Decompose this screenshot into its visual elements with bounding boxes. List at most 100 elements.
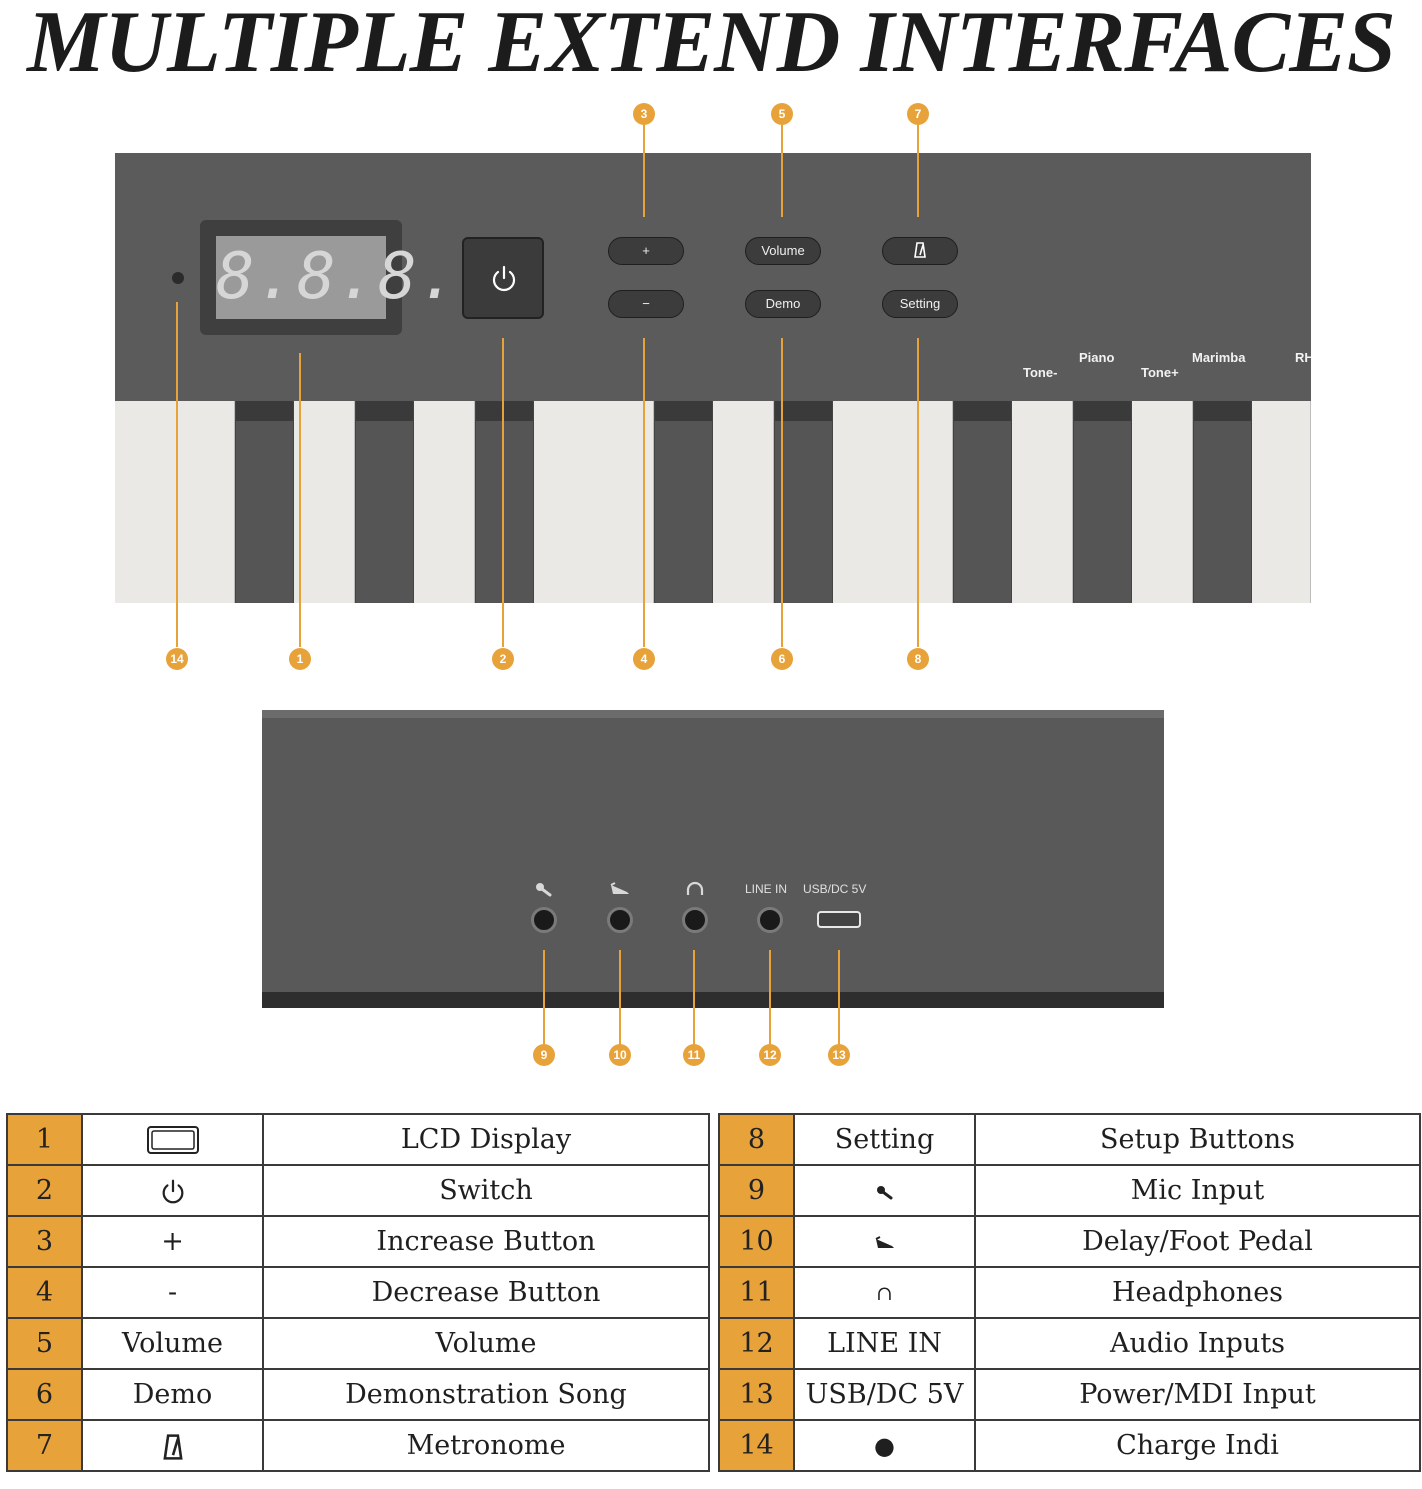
legend-number: 12 <box>718 1317 795 1370</box>
callout-line <box>176 302 178 647</box>
rear-port-panel: LINE IN USB/DC 5V <box>262 710 1164 1008</box>
volume-button[interactable]: Volume <box>745 237 821 265</box>
pedal-icon <box>875 1235 894 1248</box>
black-key[interactable] <box>654 401 713 603</box>
legend-description: Mic Input <box>974 1164 1421 1217</box>
legend-number: 1 <box>6 1113 83 1166</box>
key-label-tone-minus: Tone- <box>1023 365 1058 380</box>
callout-badge-7: 7 <box>907 103 929 125</box>
piano-keys <box>115 401 1311 603</box>
table-row: 13 USB/DC 5V Power/MDI Input <box>718 1368 1421 1421</box>
metronome-button[interactable] <box>882 237 958 265</box>
legend-symbol <box>81 1164 264 1217</box>
legend-number: 4 <box>6 1266 83 1319</box>
key-label-marimba: Marimba <box>1192 350 1246 365</box>
pedal-icon <box>610 882 629 894</box>
legend-symbol: - <box>81 1266 264 1319</box>
table-row: 5 Volume Volume <box>6 1317 710 1370</box>
callout-badge-11: 11 <box>683 1044 705 1066</box>
callout-badge-6: 6 <box>771 648 793 670</box>
usb-port[interactable] <box>817 911 861 928</box>
legend-table-right: 8 Setting Setup Buttons 9 Mic Input 10 D… <box>718 1113 1421 1472</box>
demo-button[interactable]: Demo <box>745 290 821 318</box>
table-row: 6 Demo Demonstration Song <box>6 1368 710 1421</box>
black-key[interactable] <box>1193 401 1252 603</box>
callout-line <box>643 124 645 217</box>
white-key[interactable] <box>1012 401 1073 603</box>
table-row: 10 Delay/Foot Pedal <box>718 1215 1421 1268</box>
line-in-jack[interactable] <box>757 907 783 933</box>
legend-description: Delay/Foot Pedal <box>974 1215 1421 1268</box>
line-in-label: LINE IN <box>745 882 788 896</box>
legend-symbol <box>81 1113 264 1166</box>
legend-description: Decrease Button <box>262 1266 710 1319</box>
white-key[interactable] <box>1252 401 1311 603</box>
legend-symbol: USB/DC 5V <box>793 1368 976 1421</box>
white-key[interactable] <box>294 401 355 603</box>
legend-symbol: LINE IN <box>793 1317 976 1370</box>
legend-description: Setup Buttons <box>974 1113 1421 1166</box>
table-row: 11 ∩ Headphones <box>718 1266 1421 1319</box>
legend-number: 6 <box>6 1368 83 1421</box>
legend-symbol <box>793 1164 976 1217</box>
white-key[interactable] <box>414 401 475 603</box>
callout-line <box>769 950 771 1046</box>
pedal-jack[interactable] <box>607 907 633 933</box>
decrease-button[interactable]: − <box>608 290 684 318</box>
table-row: 2 Switch <box>6 1164 710 1217</box>
callout-badge-8: 8 <box>907 648 929 670</box>
mic-jack[interactable] <box>531 907 557 933</box>
legend-number: 14 <box>718 1419 795 1472</box>
table-row: 8 Setting Setup Buttons <box>718 1113 1421 1166</box>
callout-badge-2: 2 <box>492 648 514 670</box>
callout-line <box>781 124 783 217</box>
table-row: 4 - Decrease Button <box>6 1266 710 1319</box>
legend-description: Audio Inputs <box>974 1317 1421 1370</box>
black-key[interactable] <box>355 401 414 603</box>
table-row: 7 Metronome <box>6 1419 710 1472</box>
white-key[interactable] <box>115 401 235 603</box>
power-icon <box>162 1179 183 1203</box>
callout-line <box>693 950 695 1046</box>
black-key[interactable] <box>235 401 294 603</box>
callout-line <box>502 338 504 647</box>
callout-badge-13: 13 <box>828 1044 850 1066</box>
callout-line <box>838 950 840 1046</box>
legend-description: Charge Indi <box>974 1419 1421 1472</box>
black-key[interactable] <box>1073 401 1132 603</box>
callout-line <box>917 124 919 217</box>
table-row: 12 LINE IN Audio Inputs <box>718 1317 1421 1370</box>
power-button[interactable] <box>462 237 544 319</box>
setting-button[interactable]: Setting <box>882 290 958 318</box>
callout-badge-3: 3 <box>633 103 655 125</box>
callout-line <box>643 338 645 647</box>
legend-number: 10 <box>718 1215 795 1268</box>
black-key[interactable] <box>475 401 534 603</box>
white-key[interactable] <box>833 401 953 603</box>
white-key[interactable] <box>1132 401 1193 603</box>
legend-number: 13 <box>718 1368 795 1421</box>
white-key[interactable] <box>713 401 774 603</box>
legend-table-left: 1 LCD Display 2 Switch 3 + Increase Butt… <box>6 1113 710 1472</box>
callout-badge-4: 4 <box>633 648 655 670</box>
page-title: MULTIPLE EXTEND INTERFACES <box>27 0 1396 91</box>
table-row: 3 + Increase Button <box>6 1215 710 1268</box>
keyboard-top-panel: 8.8.8. + − Volume Demo Setting Tone- Pia… <box>115 153 1311 603</box>
increase-button[interactable]: + <box>608 237 684 265</box>
headphones-icon <box>686 881 704 895</box>
callout-line <box>543 950 545 1046</box>
legend-symbol: Volume <box>81 1317 264 1370</box>
legend-symbol: Setting <box>793 1113 976 1166</box>
headphone-jack[interactable] <box>682 907 708 933</box>
black-key[interactable] <box>774 401 833 603</box>
legend-description: Headphones <box>974 1266 1421 1319</box>
power-icon <box>492 265 516 292</box>
white-key[interactable] <box>534 401 654 603</box>
legend-number: 2 <box>6 1164 83 1217</box>
black-key[interactable] <box>953 401 1012 603</box>
callout-badge-1: 1 <box>289 648 311 670</box>
legend-description: Increase Button <box>262 1215 710 1268</box>
legend-number: 5 <box>6 1317 83 1370</box>
legend-symbol <box>81 1419 264 1472</box>
key-label-tone-plus: Tone+ <box>1141 365 1179 380</box>
